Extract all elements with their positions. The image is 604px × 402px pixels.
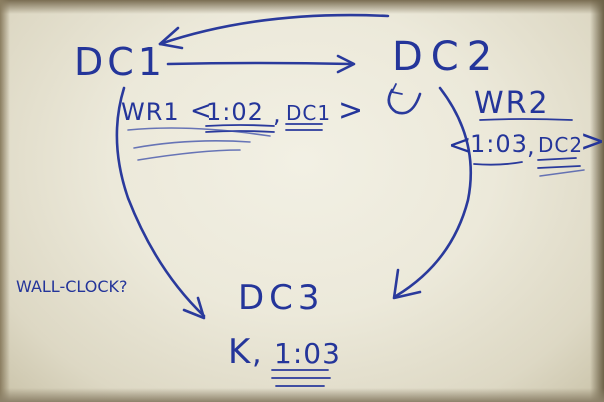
dc1-version-close-bracket: >	[338, 93, 366, 128]
arrowhead-dc1-to-dc2	[336, 54, 356, 74]
arrow-dc2-to-dc1	[158, 13, 390, 46]
underline-dc1-timestamp-1	[205, 124, 275, 127]
underline-dc2-ref-2	[537, 165, 581, 169]
dc2-version-ref: DC2	[538, 133, 584, 157]
dc1-timestamp: 1:02	[206, 98, 264, 126]
strike-wr1-2	[133, 140, 251, 149]
dc1-writer-label: WR1	[121, 98, 180, 126]
underline-dc2-timestamp	[473, 161, 523, 166]
dc1-version-ref: DC1	[286, 101, 332, 125]
dc3-timestamp: 1:03	[274, 337, 341, 370]
dc2-timestamp: 1:03	[470, 130, 528, 158]
node-dc2: DC2	[392, 34, 501, 80]
underline-dc1-timestamp-2	[205, 130, 275, 133]
arrow-dc2-to-dc3	[394, 86, 473, 298]
arrow-dc1-to-dc2	[166, 61, 354, 66]
dc2-version-close-bracket: >	[580, 124, 604, 159]
dc3-key: K	[228, 332, 253, 372]
arrow-dc1-to-dc3	[115, 86, 206, 318]
strike-wr1-3	[137, 149, 241, 161]
dc3-key-comma: ,	[252, 336, 264, 371]
dc2-writer-label: WR2	[474, 86, 550, 121]
strike-wr1-1	[127, 127, 271, 137]
arrowhead-dc1-to-dc3	[182, 296, 206, 320]
self-loop-dc2-head	[391, 83, 403, 95]
strike-dc2-ref	[539, 169, 585, 177]
board-edge-shadow-top	[0, 0, 604, 14]
dc1-version-open-bracket: <	[190, 96, 214, 126]
board-edge-shadow-bottom	[0, 388, 604, 402]
board-edge-shadow-right	[590, 0, 604, 402]
node-dc1: DC1	[74, 40, 166, 84]
arrowhead-dc2-to-dc1	[158, 26, 184, 50]
arrowhead-dc2-to-dc3	[392, 268, 422, 300]
wall-clock-question: WALL-CLOCK?	[16, 277, 128, 296]
self-loop-dc2	[387, 88, 422, 115]
dc2-version-open-bracket: <	[448, 128, 474, 161]
node-dc3: DC3	[238, 278, 325, 318]
underline-dc2-ref-1	[537, 157, 577, 161]
dc2-version-comma: ,	[527, 132, 537, 160]
underline-wr2	[479, 118, 573, 121]
dc1-version-comma: ,	[273, 100, 283, 128]
board-edge-shadow-left	[0, 0, 10, 402]
